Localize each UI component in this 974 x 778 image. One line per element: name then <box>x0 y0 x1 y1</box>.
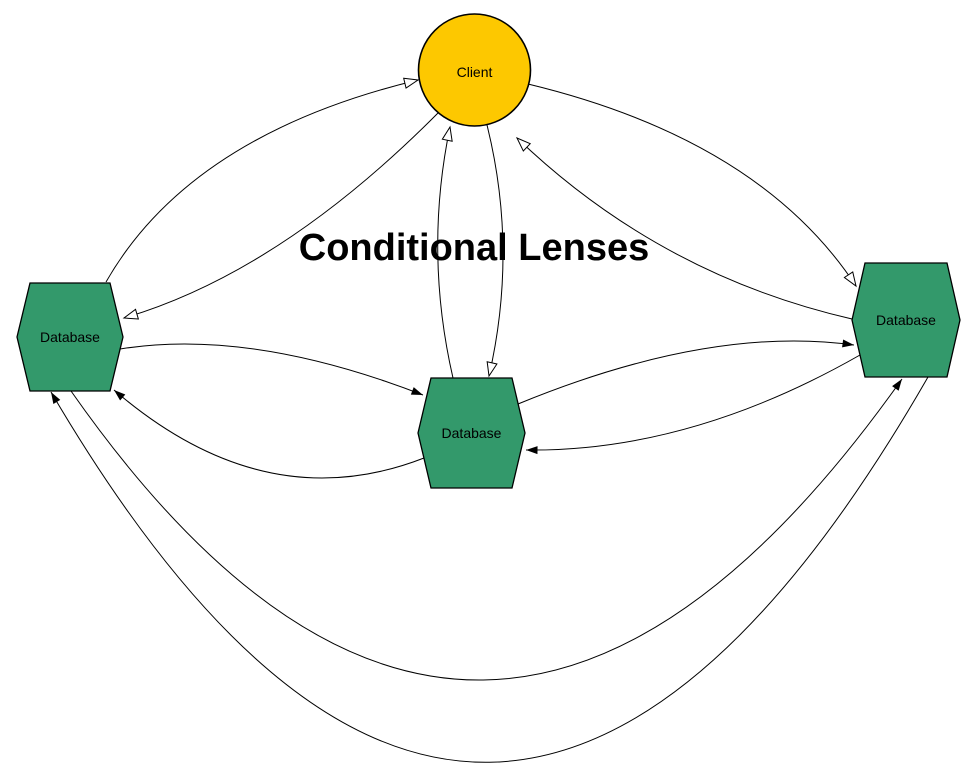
edge-database-center-to-client <box>437 125 454 379</box>
edge-database-left-to-database-right <box>70 378 903 681</box>
edge-database-center-to-database-left <box>113 389 425 479</box>
edge-database-right-to-database-center <box>525 354 861 455</box>
database-center-label: Database <box>442 425 502 441</box>
client-label: Client <box>457 64 493 80</box>
edges-layer <box>50 77 929 763</box>
edge-database-left-to-database-center <box>119 343 424 396</box>
edge-client-to-database-left <box>122 112 439 320</box>
diagram-title: Conditional Lenses <box>299 227 649 269</box>
edge-database-center-to-database-right <box>517 339 855 405</box>
edge-database-right-to-client <box>515 137 853 320</box>
database-center-hexagon-shape <box>417 377 526 489</box>
database-left-hexagon-shape <box>16 282 124 392</box>
edge-database-left-to-client <box>105 77 420 283</box>
database-left-label: Database <box>40 329 100 345</box>
client-circle-shape <box>417 13 532 127</box>
node-database-center: Database <box>417 377 526 489</box>
edge-client-to-database-right <box>527 83 857 288</box>
edge-client-to-database-center <box>486 124 504 378</box>
node-database-left: Database <box>16 282 124 392</box>
node-database-right: Database <box>851 262 961 378</box>
database-right-hexagon-shape <box>851 262 961 378</box>
edge-database-right-to-database-left <box>50 376 929 763</box>
node-client: Client <box>417 13 532 127</box>
database-right-label: Database <box>876 312 936 328</box>
